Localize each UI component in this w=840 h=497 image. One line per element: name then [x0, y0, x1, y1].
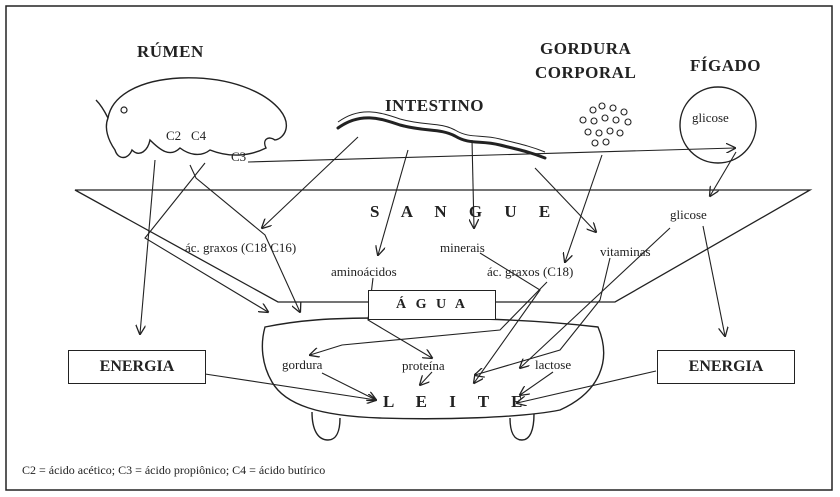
blood-glucose-label: glicose [670, 207, 707, 222]
rumen-cap [120, 106, 128, 114]
teat-right [509, 413, 535, 441]
arrow-lactose-to-leite [520, 371, 554, 395]
acid-c4-label: C4 [191, 128, 207, 143]
milk-protein-label: proteína [402, 358, 445, 373]
arrow-liver-to-glicose [710, 151, 737, 196]
arrow-c2-to-energia [140, 159, 156, 334]
intestine-shape-inner [337, 111, 546, 153]
energy-label-right: ENERGIA [688, 358, 764, 375]
fatty-acids-c18-label: ác. graxos (C18) [487, 264, 574, 279]
arrow-energia-left-to-leite [204, 373, 376, 400]
fat-droplets [579, 102, 632, 147]
milk-lactose-label: lactose [535, 357, 572, 372]
body-fat-label-line2: CORPORAL [535, 63, 637, 82]
arrow-intestine-to-aminoacidos [378, 149, 409, 255]
teat-left [311, 411, 341, 441]
rumen-label: RÚMEN [137, 42, 204, 61]
fatty-acids-c18-c16-label: ác. graxos (C18 C16) [185, 240, 297, 255]
amino-acids-label: aminoácidos [331, 264, 397, 279]
milk-fat-label: gordura [282, 357, 323, 372]
outer-border [5, 5, 833, 491]
intestine-shape [336, 116, 547, 160]
arrow-energia-right-to-leite [517, 370, 657, 403]
arrow-minerais-to-leite [474, 252, 541, 383]
arrow-c3-to-liver [247, 148, 735, 163]
body-fat-label-line1: GORDURA [540, 39, 632, 58]
arrow-fat-to-acgraxos [565, 154, 603, 262]
minerals-label: minerais [440, 240, 485, 255]
blood-trapezoid [74, 189, 813, 303]
arrow-glicose-to-lactose [520, 227, 671, 368]
liver-label: FÍGADO [690, 56, 761, 75]
arrow-c4-to-leite [144, 162, 268, 312]
arrow-vitaminas-to-leite [475, 257, 611, 375]
energy-label-left: ENERGIA [99, 358, 175, 375]
water-label: Á G U A [396, 297, 468, 312]
milk-title: L E I T E [383, 392, 532, 411]
acid-c2-label: C2 [166, 128, 182, 143]
rumen-esophagus [95, 99, 109, 119]
blood-title: S A N G U E [370, 202, 560, 221]
intestine-label: INTESTINO [385, 96, 484, 115]
arrow-intestine-to-minerais [472, 139, 474, 228]
water-box: Á G U A [368, 290, 496, 320]
liver-glucose-label: glicose [692, 110, 729, 125]
arrow-c4-to-gordura [189, 164, 300, 312]
rumen-shape [105, 77, 288, 159]
acid-c3-label: C3 [231, 149, 247, 164]
liver-circle [679, 86, 757, 164]
vitamins-label: vitaminas [600, 244, 651, 259]
energy-box-right: ENERGIA [657, 350, 795, 384]
arrow-glicose-to-energia [702, 225, 725, 336]
arrow-intestine-to-vitaminas [534, 167, 596, 232]
arrow-proteina-to-leite [420, 371, 433, 385]
arrow-acgraxos-to-gordura [310, 281, 548, 355]
energy-box-left: ENERGIA [68, 350, 206, 384]
arrow-gordura-to-leite [321, 372, 376, 400]
arrow-intestine-to-acgraxos [262, 136, 359, 228]
legend-text: C2 = ácido acético; C3 = ácido propiônic… [22, 463, 326, 477]
